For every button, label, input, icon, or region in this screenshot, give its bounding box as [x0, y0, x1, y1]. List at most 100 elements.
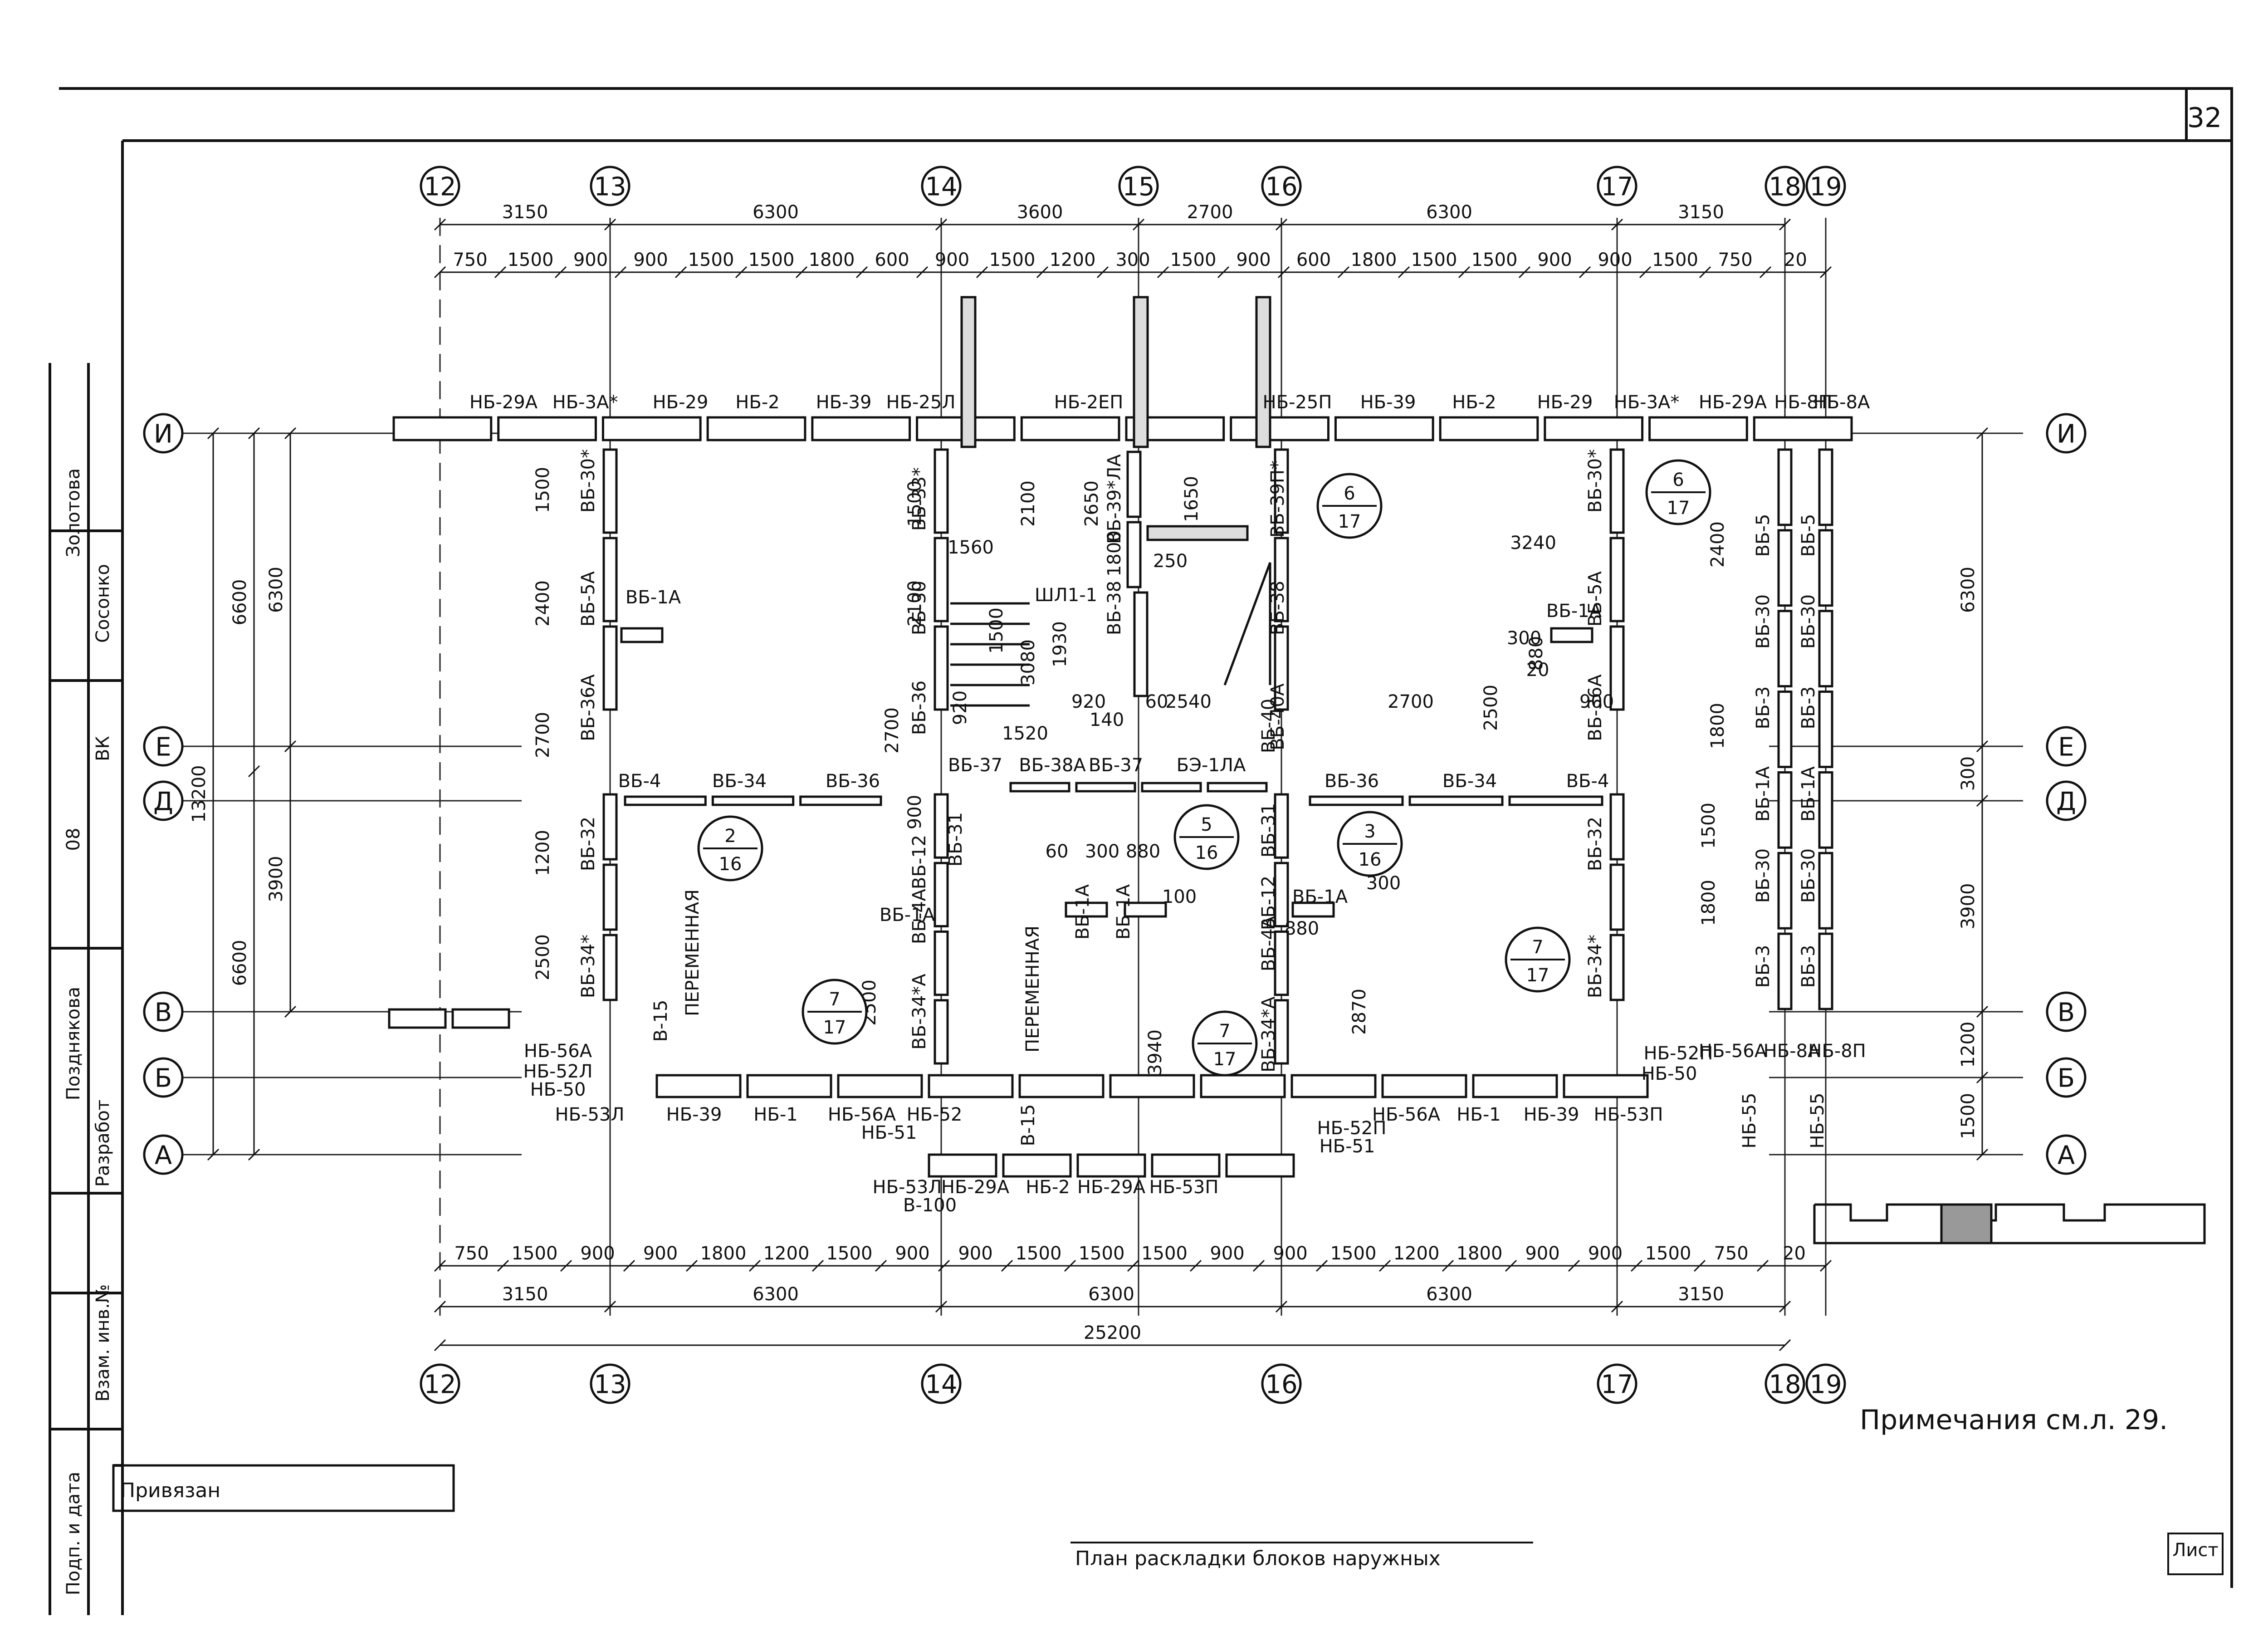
dim-value: 300 — [1115, 250, 1150, 270]
wall-block — [1544, 416, 1644, 441]
block-mark-top: НБ-3А* — [1614, 392, 1680, 413]
block-mark-bottom: НБ-1 — [1457, 1104, 1501, 1125]
callout-top: 5 — [1201, 814, 1212, 835]
inner-wall-block — [1777, 610, 1793, 688]
axis-left-4-circle — [143, 1057, 184, 1098]
inner-wall-block — [1777, 852, 1793, 930]
block-mark-inner: ВБ-30 — [1798, 594, 1819, 649]
inner-dim-value: 100 — [1162, 887, 1197, 907]
inner-wall-block — [1818, 691, 1833, 768]
dim-value: 750 — [453, 250, 487, 270]
block-mark-bottom: НБ-50 — [1642, 1063, 1697, 1084]
axis-right-2-circle — [2046, 780, 2087, 821]
inner-dim-value: 3940 — [1145, 1029, 1166, 1076]
inner-beam-block — [711, 795, 795, 806]
block-mark-inner: В-15 — [1018, 1104, 1039, 1146]
block-mark-inner: ВБ-3 — [1753, 945, 1774, 988]
wall-block — [837, 1074, 923, 1098]
dim-value: 1500 — [508, 250, 554, 270]
inner-wall-block — [602, 863, 618, 931]
dim-value: 1200 — [763, 1243, 810, 1264]
wall-block — [1381, 1074, 1467, 1098]
inner-wall-block — [1609, 625, 1625, 711]
dim-value: 20 — [1784, 250, 1807, 270]
block-mark-bottom: НБ-53П — [1594, 1104, 1663, 1125]
callout-top: 7 — [1219, 1021, 1230, 1042]
inner-beam-block — [1075, 782, 1136, 793]
dim-tick — [434, 218, 446, 231]
inner-dim-value: 1520 — [1002, 723, 1048, 744]
dim-tick — [1398, 266, 1410, 279]
block-mark-inner: ВБ-31 — [945, 812, 966, 867]
block-mark-inner: ВБ-34 — [712, 771, 767, 792]
inner-wall-block — [934, 931, 949, 996]
block-mark-inner: ВБ-5 — [1753, 514, 1774, 557]
dim-tick — [875, 1259, 887, 1272]
inner-wall-block — [602, 448, 618, 534]
axis-left-2-circle — [143, 780, 184, 821]
dim-tick — [1132, 218, 1145, 231]
inner-wall-block — [1126, 451, 1142, 518]
wall-block — [928, 1074, 1014, 1098]
block-mark-inner: ВБ-1А — [880, 905, 935, 926]
dim-value: 900 — [935, 250, 969, 270]
wall-block — [1018, 1074, 1105, 1098]
block-mark-top: НБ-25П — [1263, 392, 1332, 413]
inner-dim-value: 900 — [1579, 691, 1614, 712]
dim-value-v: 300 — [1958, 756, 1979, 791]
dim-tick — [614, 266, 627, 279]
axis-right-5-circle — [2046, 1134, 2087, 1175]
wall-block — [928, 1153, 997, 1178]
axis-right-0-circle — [2046, 413, 2087, 454]
block-mark-bottom: НБ-51 — [861, 1122, 917, 1143]
callout-top: 6 — [1672, 470, 1684, 490]
inner-dim-value: 300 — [1507, 628, 1541, 649]
block-mark-inner: ВБ-36А — [1585, 674, 1606, 741]
axis-left-2-label: Д — [153, 787, 173, 817]
inner-wall-block — [934, 793, 949, 859]
dim-value: 750 — [1714, 1243, 1748, 1264]
axis-bottom-3-label: 16 — [1265, 1370, 1297, 1400]
block-mark-top: НБ-29А — [469, 392, 538, 413]
dim-tick — [604, 1300, 616, 1313]
dim-value: 1500 — [748, 250, 795, 270]
dim-value: 6300 — [753, 1284, 799, 1305]
inner-wall-block — [1777, 691, 1793, 768]
dim-value: 1500 — [1471, 250, 1518, 270]
variable-length-label: ПЕРЕМЕННАЯ — [682, 889, 703, 1016]
block-mark-top: НБ-29 — [653, 392, 709, 413]
dim-value: 3150 — [502, 202, 548, 223]
key-plan-highlight — [1940, 1203, 1993, 1244]
inner-dim-value: 2540 — [1165, 691, 1212, 712]
side-table-cell: Позднякова — [63, 987, 84, 1100]
inner-wall-block — [1609, 448, 1625, 534]
wall-block — [1151, 1153, 1221, 1178]
side-table-cell: ВК — [93, 736, 113, 761]
wall-block — [1225, 1153, 1295, 1178]
block-mark-inner: ВБ-1А — [1546, 601, 1602, 622]
inner-wall-block — [1777, 448, 1793, 526]
inner-wall-block — [1609, 934, 1625, 1001]
callout-top: 7 — [1532, 937, 1543, 958]
dim-tick — [1001, 1259, 1013, 1272]
block-mark-bottom: НБ-39 — [1524, 1104, 1579, 1125]
dim-tick — [1976, 1071, 1989, 1084]
inner-dim-value: 2500 — [1481, 685, 1501, 731]
dim-tick — [976, 266, 988, 279]
axis-bottom-1-circle — [590, 1363, 631, 1404]
inner-beam-block — [799, 795, 882, 806]
wall-block — [1200, 1074, 1286, 1098]
inner-dim-value: 900 — [904, 795, 925, 829]
axis-top-0-label: 12 — [424, 172, 456, 202]
dim-tick — [748, 1259, 761, 1272]
inner-dim-value: 2870 — [1349, 989, 1370, 1035]
inner-dim-value: 1560 — [948, 537, 994, 558]
inner-wall-block — [1609, 863, 1625, 931]
dim-tick — [1976, 1005, 1989, 1018]
dim-tick — [1819, 266, 1832, 279]
block-mark-top: НБ-2 — [735, 392, 779, 413]
wall-block — [1563, 1074, 1649, 1098]
dim-tick — [434, 266, 446, 279]
side-table-cell: Взам. инв.№ — [93, 1284, 113, 1402]
